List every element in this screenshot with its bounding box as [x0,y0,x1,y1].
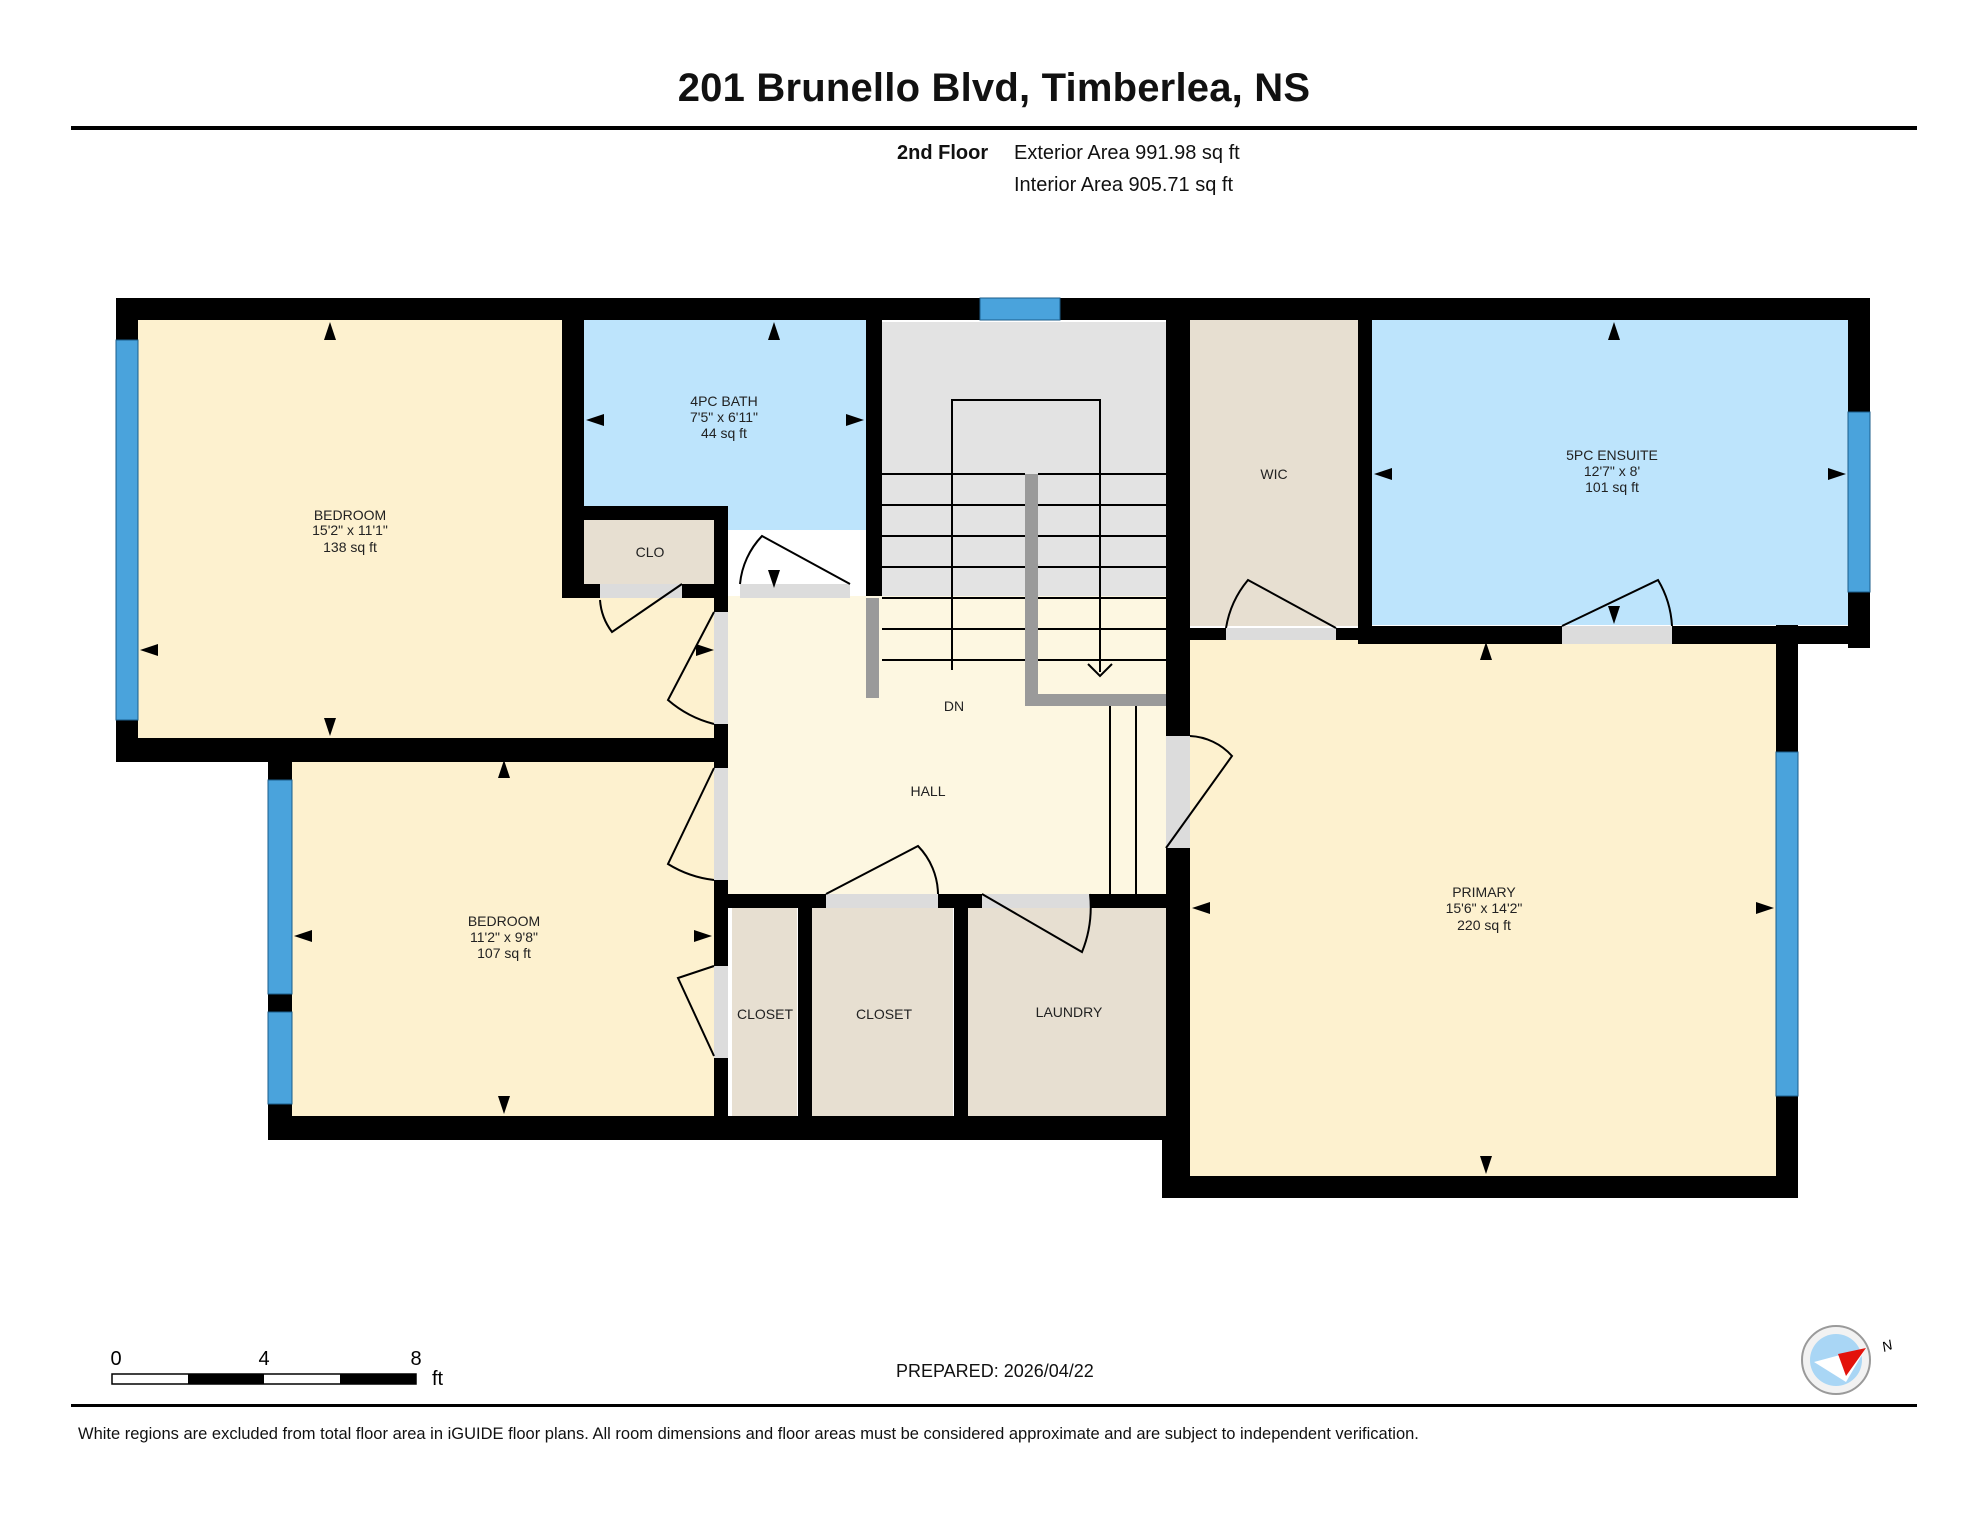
ensuite-dims: 12'7" x 8' [1584,463,1640,479]
scale-tick-4: 4 [258,1348,269,1370]
bedroom2-floor [292,755,715,1117]
footer-rule [71,1404,1917,1407]
scale-bar: 0 4 8 ft [110,1348,443,1390]
scale-tick-0: 0 [110,1348,121,1370]
bedroom1-dims: 15'2" x 11'1" [312,522,388,538]
ensuite-area: 101 sq ft [1585,479,1639,495]
windows [115,297,1871,1105]
bedroom2-dims: 11'2" x 9'8" [470,929,538,945]
interior-area: Interior Area 905.71 sq ft [1014,174,1234,196]
bedroom2-area: 107 sq ft [477,945,531,961]
exterior-area: Exterior Area 991.98 sq ft [1014,142,1240,164]
ensuite-floor [1372,320,1852,625]
disclaimer-text: White regions are excluded from total fl… [78,1425,1419,1443]
door-openings [600,584,1672,1058]
closet1-floor [732,905,797,1117]
bath-floor-notch [682,442,754,490]
compass-label: N [1880,1336,1896,1355]
closet2-name: CLOSET [856,1006,912,1022]
primary-name: PRIMARY [1452,884,1516,900]
bath-dims: 7'5" x 6'11" [690,409,758,425]
bedroom1-area: 138 sq ft [323,539,377,555]
floor-name: 2nd Floor [897,142,989,164]
bedroom1-floor-ext [562,595,717,738]
scale-unit: ft [432,1368,444,1390]
closet1-name: CLOSET [737,1006,793,1022]
bedroom1-name: BEDROOM [314,507,386,523]
hall-name: HALL [910,783,945,799]
title-rule [71,126,1917,130]
primary-floor [1189,640,1776,1176]
primary-area: 220 sq ft [1457,917,1511,933]
bedroom2-name: BEDROOM [468,913,540,929]
stairs [866,399,1166,894]
bath-floor [584,320,866,530]
bedroom1-floor [138,320,562,738]
prepared-date: PREPARED: 2026/04/22 [896,1361,1094,1381]
wic-name: WIC [1260,466,1287,482]
stairs-label: DN [944,698,964,714]
bath-area: 44 sq ft [701,425,747,441]
wic-floor [1190,320,1358,626]
clo-floor [584,518,716,584]
primary-dims: 15'6" x 14'2" [1446,900,1523,916]
compass-icon: N [1801,1325,1896,1395]
laundry-name: LAUNDRY [1036,1004,1103,1020]
clo-name: CLO [636,544,665,560]
hall-floor [726,596,1166,894]
room-labels: BEDROOM 15'2" x 11'1" 138 sq ft 4PC BATH… [312,393,1658,1022]
door-swings [599,534,1673,1057]
dimension-arrows [140,322,1846,1174]
scale-tick-8: 8 [410,1348,421,1370]
ensuite-name: 5PC ENSUITE [1566,447,1658,463]
laundry-floor [968,905,1166,1117]
page-title: 201 Brunello Blvd, Timberlea, NS [677,66,1311,110]
closet2-floor [812,905,953,1117]
bath-name: 4PC BATH [690,393,757,409]
